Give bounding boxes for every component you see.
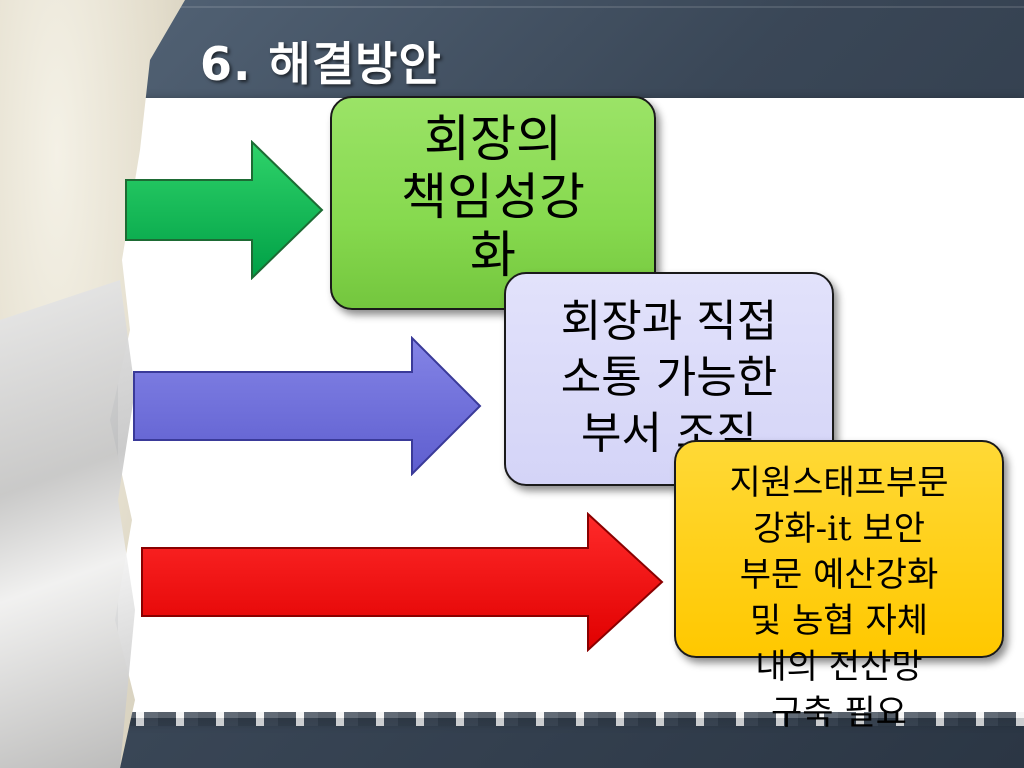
arrow-green <box>124 140 324 280</box>
box-direct-communication-text: 회장과 직접 소통 가능한 부서 조직 <box>560 296 778 459</box>
crumpled-paper-decoration-lower <box>0 280 135 768</box>
arrow-shape <box>141 512 664 652</box>
paper-torn-edge <box>118 712 1024 726</box>
box-responsibility: 회장의 책임성강 화 <box>330 96 656 310</box>
arrow-shape <box>133 336 482 476</box>
arrow-shape <box>125 140 324 280</box>
box-support-staff: 지원스태프부문 강화-it 보안 부문 예산강화 및 농협 자체 내의 전산망 … <box>674 440 1004 733</box>
arrow-red <box>140 512 665 652</box>
slide-title: 6. 해결방안 <box>200 37 442 91</box>
box-responsibility-text: 회장의 책임성강 화 <box>401 110 585 284</box>
background-stripe <box>0 6 1024 8</box>
box-support-staff-text: 지원스태프부문 강화-it 보안 부문 예산강화 및 농협 자체 내의 전산망 … <box>729 463 949 733</box>
arrow-purple <box>132 336 482 476</box>
